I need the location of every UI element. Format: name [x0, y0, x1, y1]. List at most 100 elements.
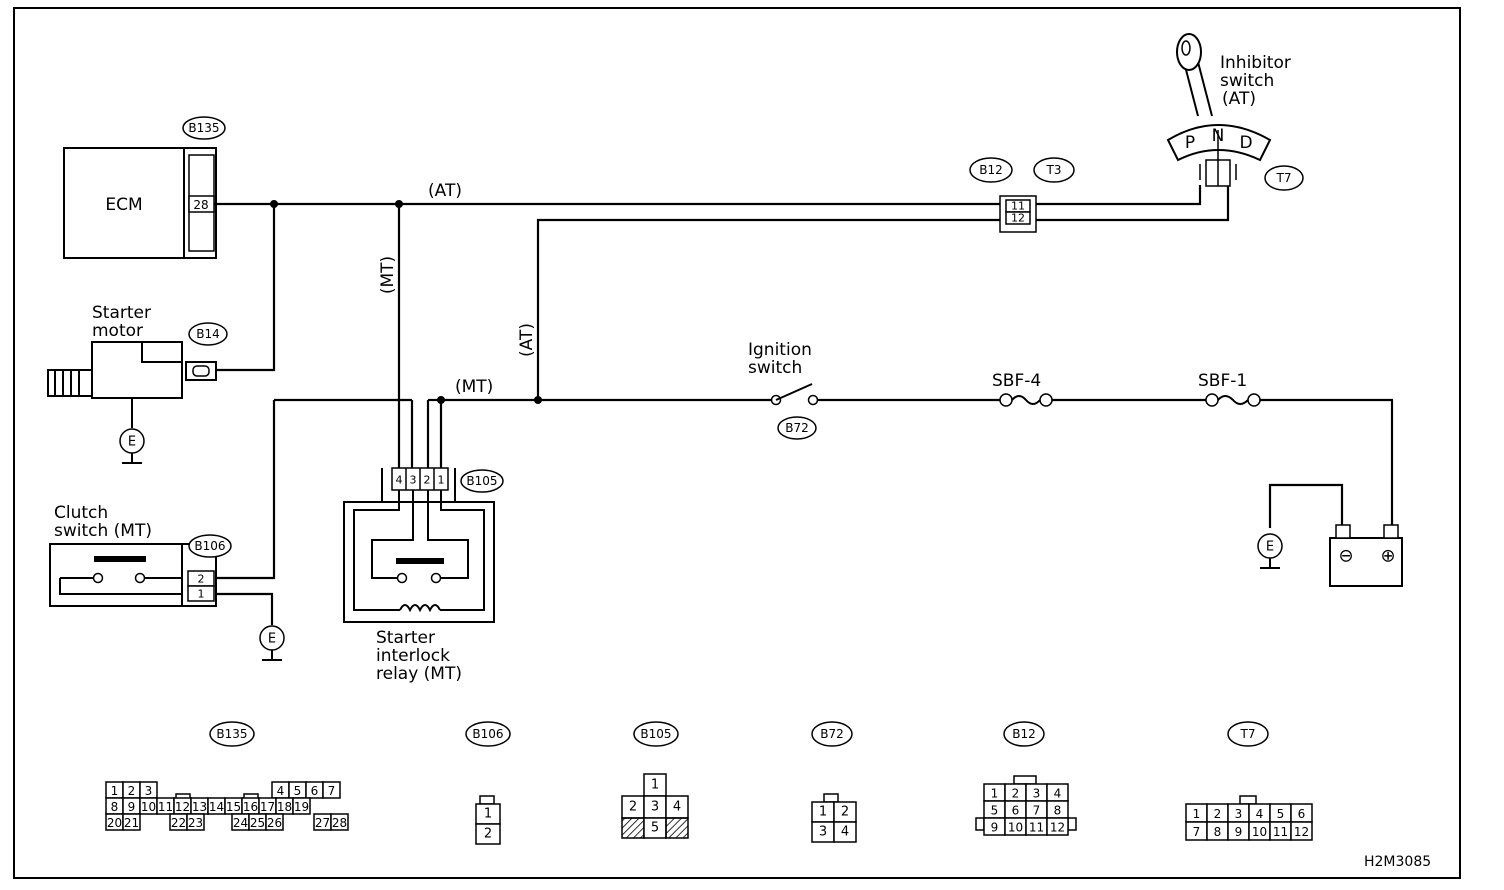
svg-text:B135: B135	[188, 121, 219, 135]
inhibitor-switch: P N D	[1166, 33, 1272, 187]
b135-pin: 8	[111, 800, 119, 814]
ecm-label: ECM	[105, 195, 142, 215]
b135-pin: 20	[107, 816, 122, 830]
relay-label-3: relay (MT)	[376, 664, 462, 684]
b12-pin: 10	[1008, 821, 1023, 835]
ecm-pin-label: 28	[193, 198, 208, 212]
ecm-block: ECM 28	[63, 147, 217, 259]
b135-pin: 25	[250, 816, 265, 830]
inhibitor-label-1: Inhibitor	[1220, 53, 1291, 73]
svg-text:11: 11	[1011, 200, 1025, 213]
wire-label-mt-vertical: (MT)	[378, 256, 398, 294]
b12-pin: 7	[1033, 804, 1041, 818]
svg-text:3: 3	[819, 825, 827, 840]
b135-pin: 17	[260, 800, 275, 814]
t7-pin: 4	[1256, 807, 1264, 821]
fuse-sbf4	[999, 393, 1053, 407]
clutch-switch-label-2: switch (MT)	[54, 521, 152, 541]
b135-pin: 22	[171, 816, 186, 830]
wires	[214, 185, 1394, 625]
b135-pin: 24	[233, 816, 248, 830]
svg-text:B14: B14	[196, 327, 220, 341]
b135-pin: 23	[188, 816, 203, 830]
t7-pin: 9	[1235, 825, 1243, 839]
inhibitor-label-3: (AT)	[1222, 89, 1256, 109]
svg-text:3: 3	[651, 800, 659, 815]
b12-t3-connector: 11 12	[999, 195, 1037, 233]
fuse-sbf1	[1205, 393, 1261, 407]
svg-text:B105: B105	[640, 727, 671, 741]
ignition-switch	[770, 383, 819, 406]
svg-text:E: E	[268, 632, 276, 647]
b135-pin: 12	[175, 800, 190, 814]
svg-text:B72: B72	[820, 727, 844, 741]
svg-text:E: E	[128, 435, 136, 450]
gear-n-label: N	[1212, 126, 1225, 146]
gear-p-label: P	[1185, 133, 1195, 153]
legend-b105-connector: 1 2 3 4 5	[621, 773, 689, 839]
legend-b72-connector: 1 2 3 4	[811, 793, 857, 843]
b12-pin: 5	[991, 804, 999, 818]
wire-label-at-top: (AT)	[428, 181, 462, 201]
b135-pin: 27	[315, 816, 330, 830]
svg-text:1: 1	[438, 474, 445, 487]
svg-text:3: 3	[410, 474, 417, 487]
b12-pin: 4	[1054, 787, 1062, 801]
svg-text:1: 1	[198, 588, 205, 601]
legend-b106-connector: 1 2	[475, 795, 501, 845]
gear-d-label: D	[1239, 133, 1252, 153]
b135-pin: 9	[128, 800, 136, 814]
b12-tag: B12	[969, 157, 1013, 183]
svg-text:B12: B12	[979, 163, 1003, 177]
b135-pin: 19	[294, 800, 309, 814]
t7-pin: 8	[1214, 825, 1222, 839]
svg-text:4: 4	[673, 800, 681, 815]
b135-pin: 14	[209, 800, 224, 814]
svg-text:2: 2	[629, 800, 637, 815]
fuse-sbf1-label: SBF-1	[1198, 371, 1247, 391]
t7-pin: 12	[1294, 825, 1309, 839]
starter-motor-label-1: Starter	[92, 303, 151, 323]
starter-motor	[47, 341, 217, 428]
svg-text:B135: B135	[216, 727, 247, 741]
clutch-switch-label-1: Clutch	[54, 503, 108, 523]
junction-dots	[270, 200, 542, 404]
b135-pin: 1	[111, 784, 119, 798]
svg-text:T3: T3	[1046, 163, 1062, 177]
b105-tag: B105	[460, 469, 504, 493]
b135-pin: 4	[277, 784, 285, 798]
b12-pin: 2	[1012, 787, 1020, 801]
b12-pin: 1	[991, 787, 999, 801]
battery-plus-icon: ⊕	[1380, 546, 1395, 567]
b135-pin: 10	[141, 800, 156, 814]
t7-pin: 11	[1273, 825, 1288, 839]
svg-text:T7: T7	[1276, 171, 1292, 185]
b135-pin: 21	[124, 816, 139, 830]
svg-text:2: 2	[424, 474, 431, 487]
svg-text:1: 1	[819, 805, 827, 820]
b135-pin: 5	[294, 784, 302, 798]
inhibitor-label-2: switch	[1220, 71, 1274, 91]
svg-text:B106: B106	[194, 539, 225, 553]
b135-pin: 15	[226, 800, 241, 814]
b14-tag: B14	[188, 322, 228, 346]
diagram-code: H2M3085	[1364, 854, 1431, 870]
b135-pin: 2	[128, 784, 136, 798]
diagram-frame	[13, 7, 1461, 879]
svg-text:4: 4	[396, 474, 403, 487]
fuse-sbf4-label: SBF-4	[992, 371, 1041, 391]
svg-text:E: E	[1266, 540, 1274, 555]
b12-pin: 6	[1012, 804, 1020, 818]
svg-text:B106: B106	[472, 727, 503, 741]
svg-text:2: 2	[484, 827, 492, 842]
t3-tag: T3	[1033, 157, 1075, 183]
t7-pin: 1	[1193, 807, 1201, 821]
b135-pin: 6	[311, 784, 319, 798]
b12-pin: 9	[991, 821, 999, 835]
b12-pin: 12	[1050, 821, 1065, 835]
ground-symbol-starter: E	[119, 428, 145, 464]
b135-pin: 3	[145, 784, 153, 798]
